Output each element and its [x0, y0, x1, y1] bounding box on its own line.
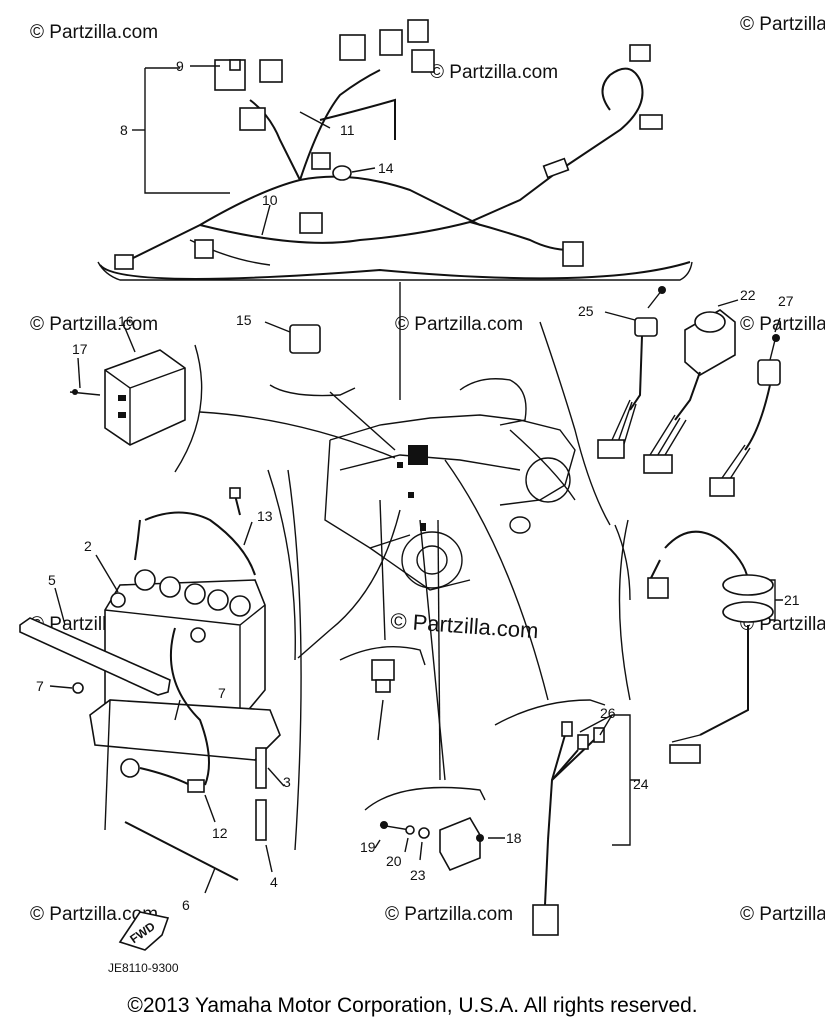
connector: [311, 152, 331, 170]
connector: [299, 212, 323, 234]
switch-assemblies: 25 22 27: [509, 286, 794, 601]
grommet: [332, 165, 352, 181]
watermark: © Partzilla.com: [30, 904, 158, 925]
temp-sensor: [339, 499, 426, 741]
callout-label: 17: [72, 341, 88, 357]
callout-label: 4: [270, 874, 278, 890]
callout-label: 18: [506, 830, 522, 846]
callout-label: 11: [340, 122, 355, 138]
drawing-code: JE8110-9300: [108, 961, 179, 975]
copyright-notice: ©2013 Yamaha Motor Corporation, U.S.A. A…: [127, 994, 698, 1017]
callout-label: 25: [578, 303, 594, 319]
connector: [114, 254, 134, 270]
callout-label: 7: [36, 678, 44, 694]
connector: [411, 49, 435, 73]
watermark: © Partzilla.com: [385, 904, 513, 925]
callout-label: 6: [182, 897, 190, 913]
callout-label: 14: [378, 160, 394, 176]
watermark: © Partzilla.com: [740, 904, 825, 925]
connector: [239, 107, 266, 131]
callout-label: 15: [236, 312, 252, 328]
tractor-illustration: [324, 378, 576, 591]
control-unit-16: 16 17: [69, 313, 396, 473]
fuse-holder: [229, 59, 241, 71]
watermark: © Partzilla.com: [30, 22, 158, 43]
fwd-arrow: FWD: [118, 911, 170, 951]
connector: [407, 19, 429, 43]
callout-label: 12: [212, 825, 228, 841]
relay-15: 15: [236, 312, 396, 451]
callout-label: 21: [784, 592, 800, 608]
callout-label: 13: [257, 508, 273, 524]
switch-18-group: 18 19 20 23: [360, 519, 522, 883]
watermarks: © Partzilla.com © Partzilla.com © Partzi…: [30, 14, 825, 925]
battery-assembly: 7 5 7 13 12 2 6: [19, 469, 401, 913]
callout-label: 5: [48, 572, 56, 588]
wire-harness: 8 9 10 11 14: [97, 19, 693, 400]
callout-label: 10: [262, 192, 278, 208]
center-watermark: © Partzilla.com: [390, 608, 540, 643]
callout-label: 19: [360, 839, 376, 855]
watermark: © Partzilla.com: [395, 314, 523, 335]
connector: [339, 34, 366, 61]
callout-label: 20: [386, 853, 402, 869]
connector: [259, 59, 283, 83]
sensor-harness-22: 21: [618, 519, 800, 764]
callout-label: 22: [740, 287, 756, 303]
watermark: © Partzilla.com: [430, 62, 558, 83]
watermark: © Partzilla.com: [740, 314, 825, 335]
connector: [639, 114, 663, 130]
battery-caps: [134, 569, 251, 617]
connector: [629, 44, 651, 62]
connector: [379, 29, 403, 56]
watermark: © Partzilla.com: [740, 14, 825, 35]
callout-label: 8: [120, 122, 128, 138]
callout-label: 7: [218, 685, 226, 701]
callout-label: 23: [410, 867, 426, 883]
callout-label: 2: [84, 538, 92, 554]
connector: [542, 157, 570, 179]
callout-label: 9: [176, 58, 184, 74]
junction-point: [408, 445, 428, 465]
callout-label: 24: [633, 776, 649, 792]
watermark: © Partzilla.com: [30, 314, 158, 335]
connector: [562, 241, 584, 267]
callout-label: 26: [600, 705, 616, 721]
connector: [194, 239, 214, 259]
wiring-diagram: © Partzilla.com © Partzilla.com © Partzi…: [19, 14, 825, 975]
callout-label: 27: [778, 293, 794, 309]
lead-assembly-24: 24 26: [444, 459, 649, 936]
callout-label: 16: [118, 313, 134, 329]
callout-label: 3: [283, 774, 291, 790]
